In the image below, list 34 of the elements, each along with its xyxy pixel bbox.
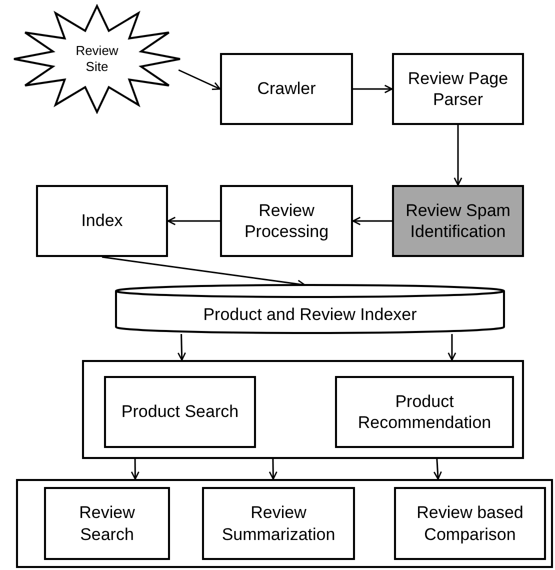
node-label: Review based Comparison [416,502,524,545]
process-box [220,185,353,257]
node-label: Review Site [74,42,120,76]
node-label: Review Search [78,502,136,545]
arrow [130,459,140,480]
arrow [178,69,221,90]
process-box [104,376,256,448]
process-box [36,185,168,257]
process-box [220,53,353,125]
process-box [202,487,355,560]
process-box [394,487,546,560]
arrow [454,125,462,186]
arrow [167,216,220,226]
process-box [44,487,170,560]
node-label: Review Processing [243,200,330,242]
process-box [392,185,524,257]
group-box [82,360,524,459]
node-label: Product Recommendation [356,390,492,434]
process-box [392,53,524,125]
node-label: Product and Review Indexer [203,304,417,326]
node-label: Review Page Parser [406,68,510,110]
arrow [177,334,186,361]
group-box [16,479,553,568]
node-label: Product Search [121,401,239,423]
node-label: Review Spam Identification [404,200,512,242]
node-label: Index [81,210,123,232]
arrow [268,458,278,480]
node-label: Review Summarization [220,502,336,545]
process-box [335,376,514,448]
node-label: Crawler [257,78,316,100]
arrow [448,334,456,361]
arrow [352,216,392,226]
arrow [433,458,442,480]
arrow [353,84,393,94]
